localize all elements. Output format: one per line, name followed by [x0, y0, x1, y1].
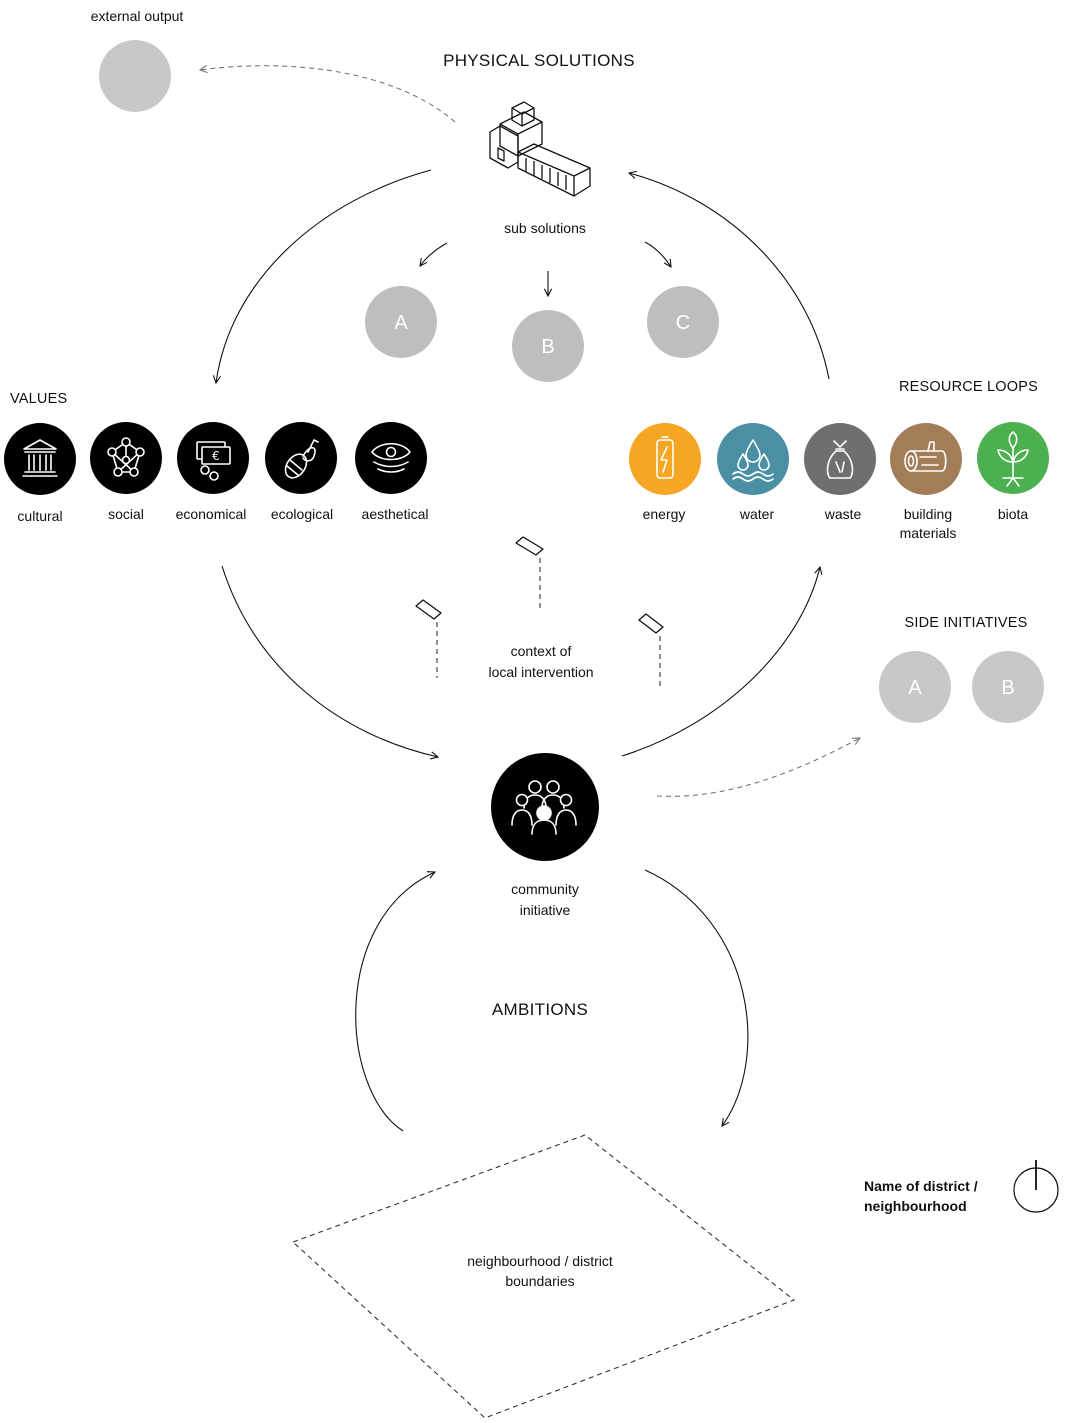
external-output-arrow — [200, 66, 456, 123]
community-to-resources-arrow — [621, 567, 820, 757]
resource-waste: waste — [804, 423, 876, 522]
svg-text:€: € — [212, 449, 220, 463]
resource-loops-heading: RESOURCE LOOPS — [899, 379, 1038, 395]
resource-biota-label: biota — [998, 506, 1029, 522]
sprout-icon — [997, 431, 1029, 487]
physical-solutions-heading: PHYSICAL SOLUTIONS — [443, 51, 635, 70]
resource-building-label-line2: materials — [900, 525, 957, 541]
resource-energy-label: energy — [643, 506, 686, 522]
side-initiatives-heading: SIDE INITIATIVES — [905, 615, 1028, 631]
value-cultural-label: cultural — [17, 508, 62, 524]
sub-solution-a: A — [365, 286, 437, 358]
district-name-line1: Name of district / — [864, 1178, 978, 1194]
resource-waste-label: waste — [824, 506, 862, 522]
trash-bag-icon — [826, 440, 854, 479]
sub-solutions-label: sub solutions — [504, 220, 586, 236]
bee-icon — [284, 439, 319, 479]
north-arrow-icon — [1013, 1160, 1059, 1213]
value-economical-label: economical — [176, 506, 247, 522]
value-aesthetical-label: aesthetical — [362, 506, 429, 522]
network-icon — [107, 437, 145, 477]
resource-energy: energy — [629, 423, 701, 522]
side-initiative-b: B — [972, 651, 1044, 723]
sub-solution-c-arrow — [644, 241, 671, 267]
resources-to-solutions-arrow — [629, 173, 830, 380]
context-label-line2: local intervention — [488, 664, 593, 680]
sub-solution-b: B — [512, 310, 584, 382]
battery-icon — [656, 436, 674, 479]
people-group-icon — [511, 780, 577, 835]
resource-water: water — [717, 423, 789, 522]
euro-banknote-icon: € — [196, 441, 231, 481]
sub-solution-c-letter: C — [676, 312, 690, 334]
community-to-ambitions-arrow — [644, 869, 749, 1126]
ambitions-heading: AMBITIONS — [492, 1000, 588, 1019]
value-social-label: social — [108, 506, 144, 522]
community-initiative — [491, 753, 599, 861]
building-container-icon — [489, 101, 591, 197]
context-label-line1: context of — [511, 643, 572, 659]
value-cultural: cultural — [4, 423, 76, 524]
boundary-label-line1: neighbourhood / district — [467, 1253, 613, 1269]
eye-icon — [371, 442, 411, 473]
sub-solution-b-letter: B — [541, 336, 554, 358]
external-output-circle — [99, 40, 171, 112]
sub-solution-a-arrow — [420, 242, 448, 266]
museum-icon — [22, 439, 58, 477]
district-boundary-outline — [291, 1134, 796, 1419]
sub-solution-a-letter: A — [394, 312, 408, 334]
sub-solution-c: C — [647, 286, 719, 358]
district-name-line2: neighbourhood — [864, 1198, 967, 1214]
context-marker-left — [415, 599, 442, 678]
context-marker-top — [515, 536, 544, 612]
value-ecological-label: ecological — [271, 506, 333, 522]
values-to-community-arrow — [221, 565, 438, 757]
water-drops-icon — [732, 439, 774, 482]
resource-building-label-line1: building — [904, 506, 952, 522]
side-initiative-a-letter: A — [908, 677, 922, 699]
resource-biota: biota — [977, 422, 1049, 522]
values-heading: VALUES — [10, 391, 67, 407]
value-economical: € economical — [176, 422, 249, 522]
side-initiative-b-letter: B — [1001, 677, 1014, 699]
boundary-label-line2: boundaries — [505, 1273, 574, 1289]
external-output-label: external output — [91, 8, 184, 24]
value-ecological: ecological — [265, 422, 337, 522]
log-icon — [904, 441, 947, 472]
resource-water-label: water — [739, 506, 775, 522]
value-social: social — [90, 422, 162, 522]
value-aesthetical: aesthetical — [355, 422, 428, 522]
community-label-line1: community — [511, 881, 579, 897]
context-marker-right — [638, 613, 664, 688]
solutions-to-values-arrow — [216, 169, 432, 383]
resource-building-materials: building materials — [890, 423, 962, 541]
community-label-line2: initiative — [520, 902, 571, 918]
side-initiative-a: A — [879, 651, 951, 723]
community-to-side-initiatives-arrow — [656, 738, 860, 797]
ambitions-to-community-arrow — [355, 872, 435, 1132]
